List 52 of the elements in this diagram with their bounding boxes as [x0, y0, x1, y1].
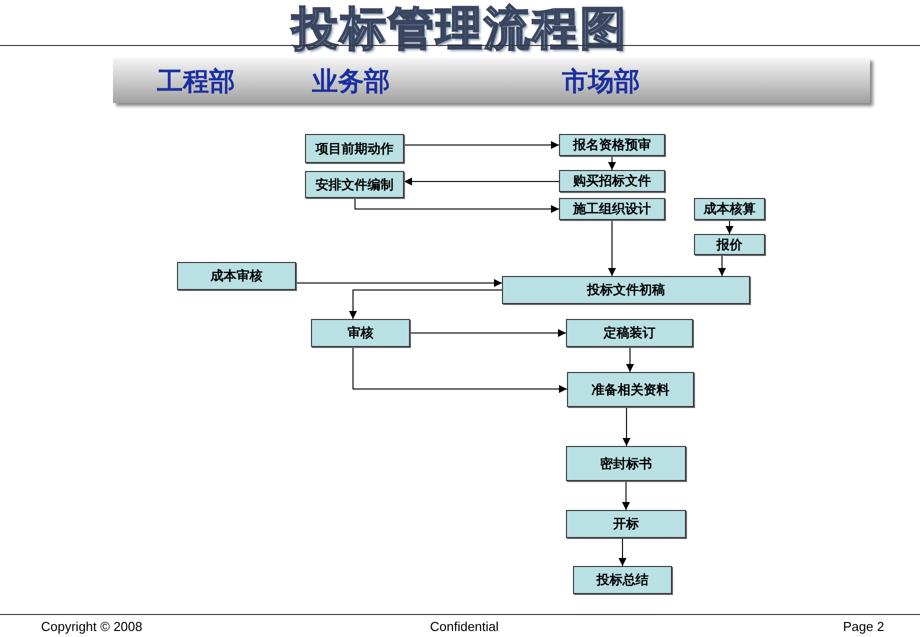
process-box [567, 372, 694, 407]
arrow [410, 329, 566, 337]
arrow [404, 141, 560, 149]
arrow [726, 220, 734, 234]
footer-text: Confidential [430, 619, 499, 634]
process-box [573, 566, 672, 594]
department-label: 工程部 [157, 66, 235, 99]
arrow [296, 279, 502, 287]
department-label: 市场部 [562, 66, 640, 99]
process-box [694, 234, 765, 255]
step-label: 报名资格预审 [573, 136, 651, 154]
step-label: 密封标书 [600, 456, 652, 472]
arrow [608, 156, 616, 170]
process-box [305, 134, 404, 163]
step-label: 成本核算 [704, 201, 756, 218]
process-box [694, 198, 765, 220]
process-box [311, 319, 410, 347]
step-label: 报价 [716, 236, 742, 254]
arrow [608, 220, 616, 276]
process-box [559, 198, 665, 220]
department-label: 业务部 [312, 66, 390, 99]
step-label: 购买招标文件 [573, 172, 651, 190]
process-box [566, 446, 686, 481]
step-label: 投标总结 [596, 572, 648, 589]
step-label: 成本审核 [210, 268, 262, 285]
step-label: 项目前期动作 [316, 140, 394, 158]
process-box [502, 276, 750, 304]
process-box [559, 134, 665, 156]
footer-text: Copyright © 2008 [41, 619, 142, 634]
arrow [718, 254, 726, 276]
arrow [626, 346, 634, 372]
process-box [177, 262, 296, 290]
arrow [404, 178, 560, 186]
title: 投标管理流程图 [290, 0, 629, 56]
arrow [622, 406, 630, 446]
arrow [354, 198, 560, 213]
arrow [622, 480, 630, 510]
step-label: 开标 [613, 516, 639, 533]
process-box [566, 319, 693, 347]
footer-text: Page 2 [843, 619, 884, 634]
process-box [305, 171, 404, 198]
process-box [559, 170, 665, 192]
step-label: 审核 [348, 324, 374, 342]
arrow [349, 290, 502, 320]
step-label: 安排文件编制 [316, 176, 394, 194]
arrow [618, 538, 626, 566]
step-label: 准备相关资料 [592, 382, 670, 398]
step-label: 施工组织设计 [573, 201, 651, 218]
process-box [566, 510, 686, 538]
step-label: 定稿装订 [604, 324, 656, 342]
arrow [352, 346, 568, 393]
step-label: 投标文件初稿 [587, 282, 665, 299]
